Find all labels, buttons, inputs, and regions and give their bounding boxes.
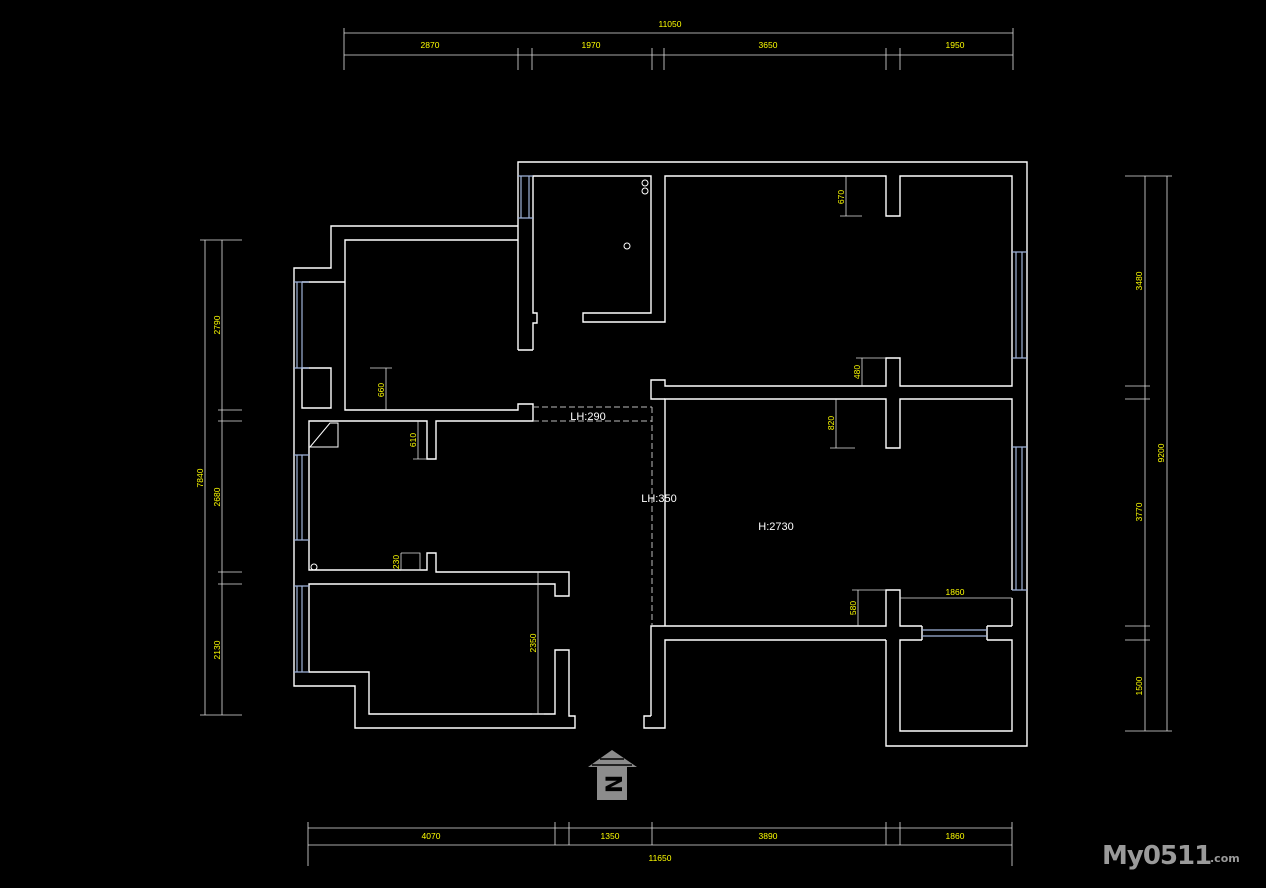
dimension-texts-interior: 670 480 820 580 1860 660 610 230 2350	[376, 190, 965, 653]
south-east-room-walls	[899, 626, 1013, 732]
dim-top-segment-3: 3650	[759, 40, 778, 50]
label-h-2730: H:2730	[758, 521, 793, 533]
dim-left-segment-2: 2680	[212, 487, 222, 506]
dim-left-segment-1: 2790	[212, 315, 222, 334]
watermark-logo: My0511 .com	[1102, 841, 1240, 871]
label-lh-350: LH:350	[641, 493, 676, 505]
walls	[293, 161, 1028, 747]
living-room-walls	[664, 398, 1013, 626]
dimension-top	[343, 28, 1014, 70]
dim-left-overall: 7840	[195, 468, 205, 487]
dimension-bottom	[307, 822, 1013, 866]
windows	[294, 175, 1027, 673]
east-block-outer-wall	[517, 161, 1028, 747]
dim-left-segment-3: 2130	[212, 640, 222, 659]
dim-bottom-segment-2: 1350	[601, 831, 620, 841]
watermark-brand: My0511	[1102, 841, 1211, 871]
dim-interior-3: 820	[826, 416, 836, 430]
fixture-circle	[623, 242, 631, 250]
dim-right-segment-2: 3770	[1134, 502, 1144, 521]
dim-interior-6: 660	[376, 383, 386, 397]
dim-bottom-segment-4: 1860	[946, 831, 965, 841]
dimension-texts-right: 3480 3770 1500 9200	[1134, 271, 1166, 695]
dim-interior-2: 480	[852, 365, 862, 379]
dim-right-segment-1: 3480	[1134, 271, 1144, 290]
window-interior-south	[922, 629, 987, 637]
window-west-lower	[294, 585, 309, 673]
dimension-texts-left: 7840 2790 2680 2130	[195, 315, 222, 659]
dim-interior-9: 2350	[528, 633, 538, 652]
dimension-right	[1125, 175, 1172, 732]
dim-right-overall: 9200	[1156, 443, 1166, 462]
dim-right-segment-3: 1500	[1134, 676, 1144, 695]
dim-bottom-segment-3: 3890	[759, 831, 778, 841]
fixture-circle	[641, 179, 649, 187]
west-block-walls	[293, 225, 576, 729]
window-west-upper	[294, 281, 309, 369]
dim-interior-7: 610	[408, 433, 418, 447]
dimension-texts-top: 11050 2870 1970 3650 1950	[421, 19, 965, 50]
window-north-west	[518, 175, 533, 219]
height-labels: LH:290 LH:350 H:2730	[570, 411, 793, 533]
window-east-upper	[1012, 251, 1027, 359]
dim-top-segment-1: 2870	[421, 40, 440, 50]
dimension-interior	[370, 176, 1012, 715]
dim-bottom-overall: 11650	[648, 853, 671, 863]
dimension-left	[200, 239, 242, 716]
dim-interior-1: 670	[836, 190, 846, 204]
dim-interior-8: 230	[391, 555, 401, 569]
dim-interior-4: 580	[848, 601, 858, 615]
dimension-texts-bottom: 4070 1350 3890 1860 11650	[422, 831, 965, 863]
door-swing-symbol	[308, 422, 339, 448]
watermark-suffix: .com	[1210, 852, 1240, 865]
fixture-circle	[310, 563, 318, 571]
north-arrow-shape	[588, 750, 637, 800]
label-lh-290: LH:290	[570, 411, 605, 423]
north-arrow-letter: N	[600, 775, 625, 793]
north-rooms-inner-walls	[532, 175, 1013, 400]
window-west-middle	[294, 454, 309, 541]
north-arrow-stripes	[592, 758, 632, 766]
dim-top-segment-2: 1970	[582, 40, 601, 50]
fixture-circle	[641, 187, 649, 195]
dashed-opening-lines	[533, 406, 653, 626]
dim-top-segment-4: 1950	[946, 40, 965, 50]
dim-top-overall: 11050	[658, 19, 681, 29]
north-arrow-icon: N	[588, 750, 637, 800]
dimension-lines	[200, 28, 1172, 866]
dim-interior-5: 1860	[946, 587, 965, 597]
window-east-lower	[1012, 446, 1027, 591]
dim-bottom-segment-1: 4070	[422, 831, 441, 841]
west-bay-walls	[301, 281, 345, 409]
